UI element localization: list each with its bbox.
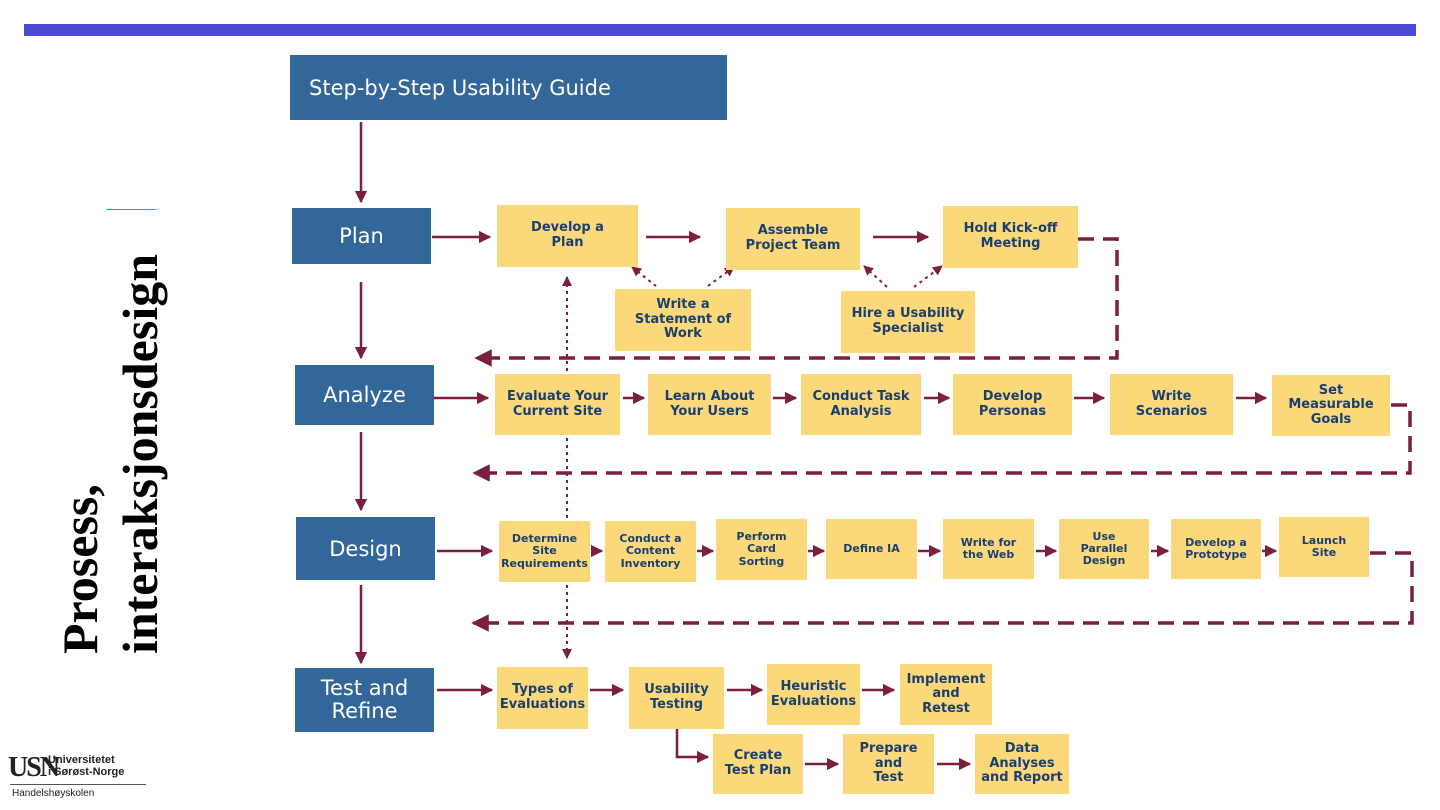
step-perform-card-sorting: Perform Card Sorting — [716, 519, 807, 580]
phase-analyze-label: Analyze — [323, 383, 406, 407]
step-use-parallel-design: Use Parallel Design — [1059, 519, 1149, 579]
arrow-usability-testplan — [675, 727, 710, 764]
phase-analyze: Analyze — [295, 365, 434, 425]
step-heuristic-evaluations: Heuristic Evaluations — [767, 664, 860, 725]
step-develop-plan: Develop a Plan — [497, 205, 638, 267]
loop-analyze-to-design — [472, 403, 1412, 482]
loop-plan-to-analyze — [474, 237, 1119, 367]
step-data-analyses-and-report: Data Analyses and Report — [975, 734, 1069, 794]
logo-divider — [10, 784, 146, 785]
phase-design: Design — [296, 517, 435, 580]
step-assemble-project-team: Assemble Project Team — [726, 208, 860, 270]
step-determine-site-requirements: Determine Site Requirements — [499, 521, 590, 582]
logo-name-line1: Universitetet — [48, 754, 115, 766]
usn-logo: USN Universitetet i Sørøst-Norge Handels… — [8, 752, 158, 800]
dotted-hire-kickoff — [913, 265, 943, 288]
step-set-measurable-goals: Set Measurable Goals — [1272, 375, 1390, 436]
loop-design-to-test — [471, 551, 1414, 632]
step-write-scenarios: Write Scenarios — [1110, 374, 1233, 435]
step-launch-site: Launch Site — [1279, 517, 1369, 577]
step-implement-and-retest: Implement and Retest — [900, 664, 992, 725]
phase-plan-label: Plan — [339, 224, 384, 248]
diagram-title-text: Step-by-Step Usability Guide — [309, 75, 611, 100]
step-hire-usability-specialist: Hire a Usability Specialist — [841, 291, 975, 353]
logo-name-line2: i Sørøst-Norge — [48, 766, 125, 778]
step-evaluate-current-site: Evaluate Your Current Site — [495, 374, 620, 435]
step-write-for-web: Write for the Web — [943, 519, 1034, 579]
dotted-statement-assemble — [707, 266, 735, 287]
step-write-statement-of-work: Write a Statement of Work — [615, 289, 751, 351]
step-develop-prototype: Develop a Prototype — [1171, 519, 1261, 579]
title-accent-line — [106, 209, 156, 210]
step-define-ia: Define IA — [826, 519, 917, 579]
top-accent-bar — [24, 24, 1416, 36]
diagram-title: Step-by-Step Usability Guide — [290, 55, 727, 120]
step-conduct-task-analysis: Conduct Task Analysis — [801, 374, 921, 435]
usn-logo-mark: USN — [8, 752, 60, 783]
step-learn-about-users: Learn About Your Users — [648, 374, 771, 435]
step-usability-testing: Usability Testing — [629, 667, 724, 729]
step-types-of-evaluations: Types of Evaluations — [497, 667, 588, 729]
step-hold-kickoff-meeting: Hold Kick-off Meeting — [943, 206, 1078, 268]
dotted-develop-statement-left — [631, 266, 657, 287]
phase-test-and-refine: Test and Refine — [295, 668, 434, 732]
step-prepare-and-test: Prepare and Test — [843, 734, 934, 794]
phase-plan: Plan — [292, 208, 431, 264]
step-create-test-plan: Create Test Plan — [713, 734, 803, 794]
step-conduct-content-inventory: Conduct a Content Inventory — [605, 521, 696, 582]
step-develop-personas: Develop Personas — [953, 374, 1072, 435]
logo-school-name: Handelshøyskolen — [12, 788, 95, 799]
phase-test-label: Test and Refine — [320, 675, 409, 723]
dotted-hire-assemble — [863, 265, 888, 288]
phase-design-label: Design — [329, 536, 402, 561]
